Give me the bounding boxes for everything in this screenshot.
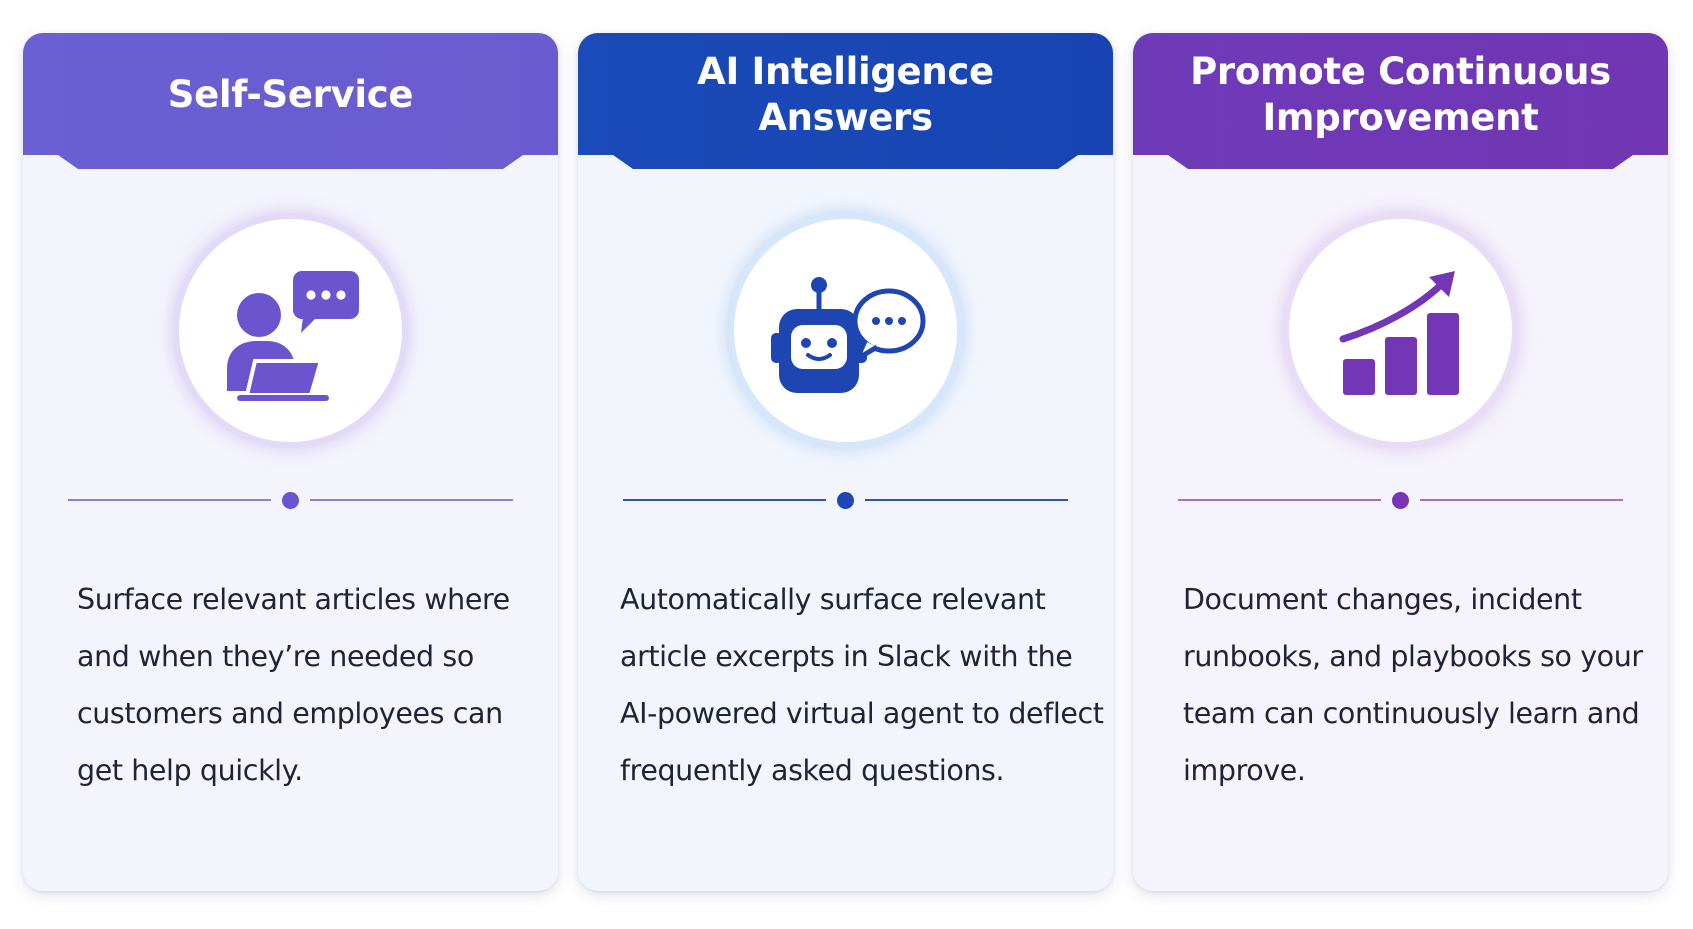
card-title: Self-Service (167, 72, 414, 116)
card-promote-continuous-improvement: Promote Continuous Improvement Document … (1133, 33, 1668, 891)
person-laptop-chat-icon (226, 270, 359, 401)
card-description: Document changes, incident runbooks, and… (1183, 583, 1643, 787)
icon-badge (1283, 213, 1518, 448)
divider-dot (1392, 492, 1409, 509)
card-description: Surface relevant articles where and when… (77, 583, 510, 787)
card-header: AI Intelligence Answers (578, 33, 1113, 170)
card-header: Self-Service (23, 33, 558, 170)
icon-badge (728, 213, 963, 448)
divider-dot (837, 492, 854, 509)
icon-badge (173, 213, 408, 448)
growth-chart-icon (1339, 270, 1459, 395)
divider-dot (282, 492, 299, 509)
robot-chat-icon (770, 276, 925, 393)
divider (1178, 490, 1623, 510)
divider (68, 490, 513, 510)
card-self-service: Self-Service Sur (23, 33, 558, 891)
card-header: Promote Continuous Improvement (1133, 33, 1668, 170)
card-description: Automatically surface relevant article e… (620, 583, 1104, 787)
card-title: AI Intelligence Answers (697, 49, 994, 139)
card-ai-intelligence-answers: AI Intelligence Answers (578, 33, 1113, 891)
divider (623, 490, 1068, 510)
card-title: Promote Continuous Improvement (1190, 49, 1611, 139)
